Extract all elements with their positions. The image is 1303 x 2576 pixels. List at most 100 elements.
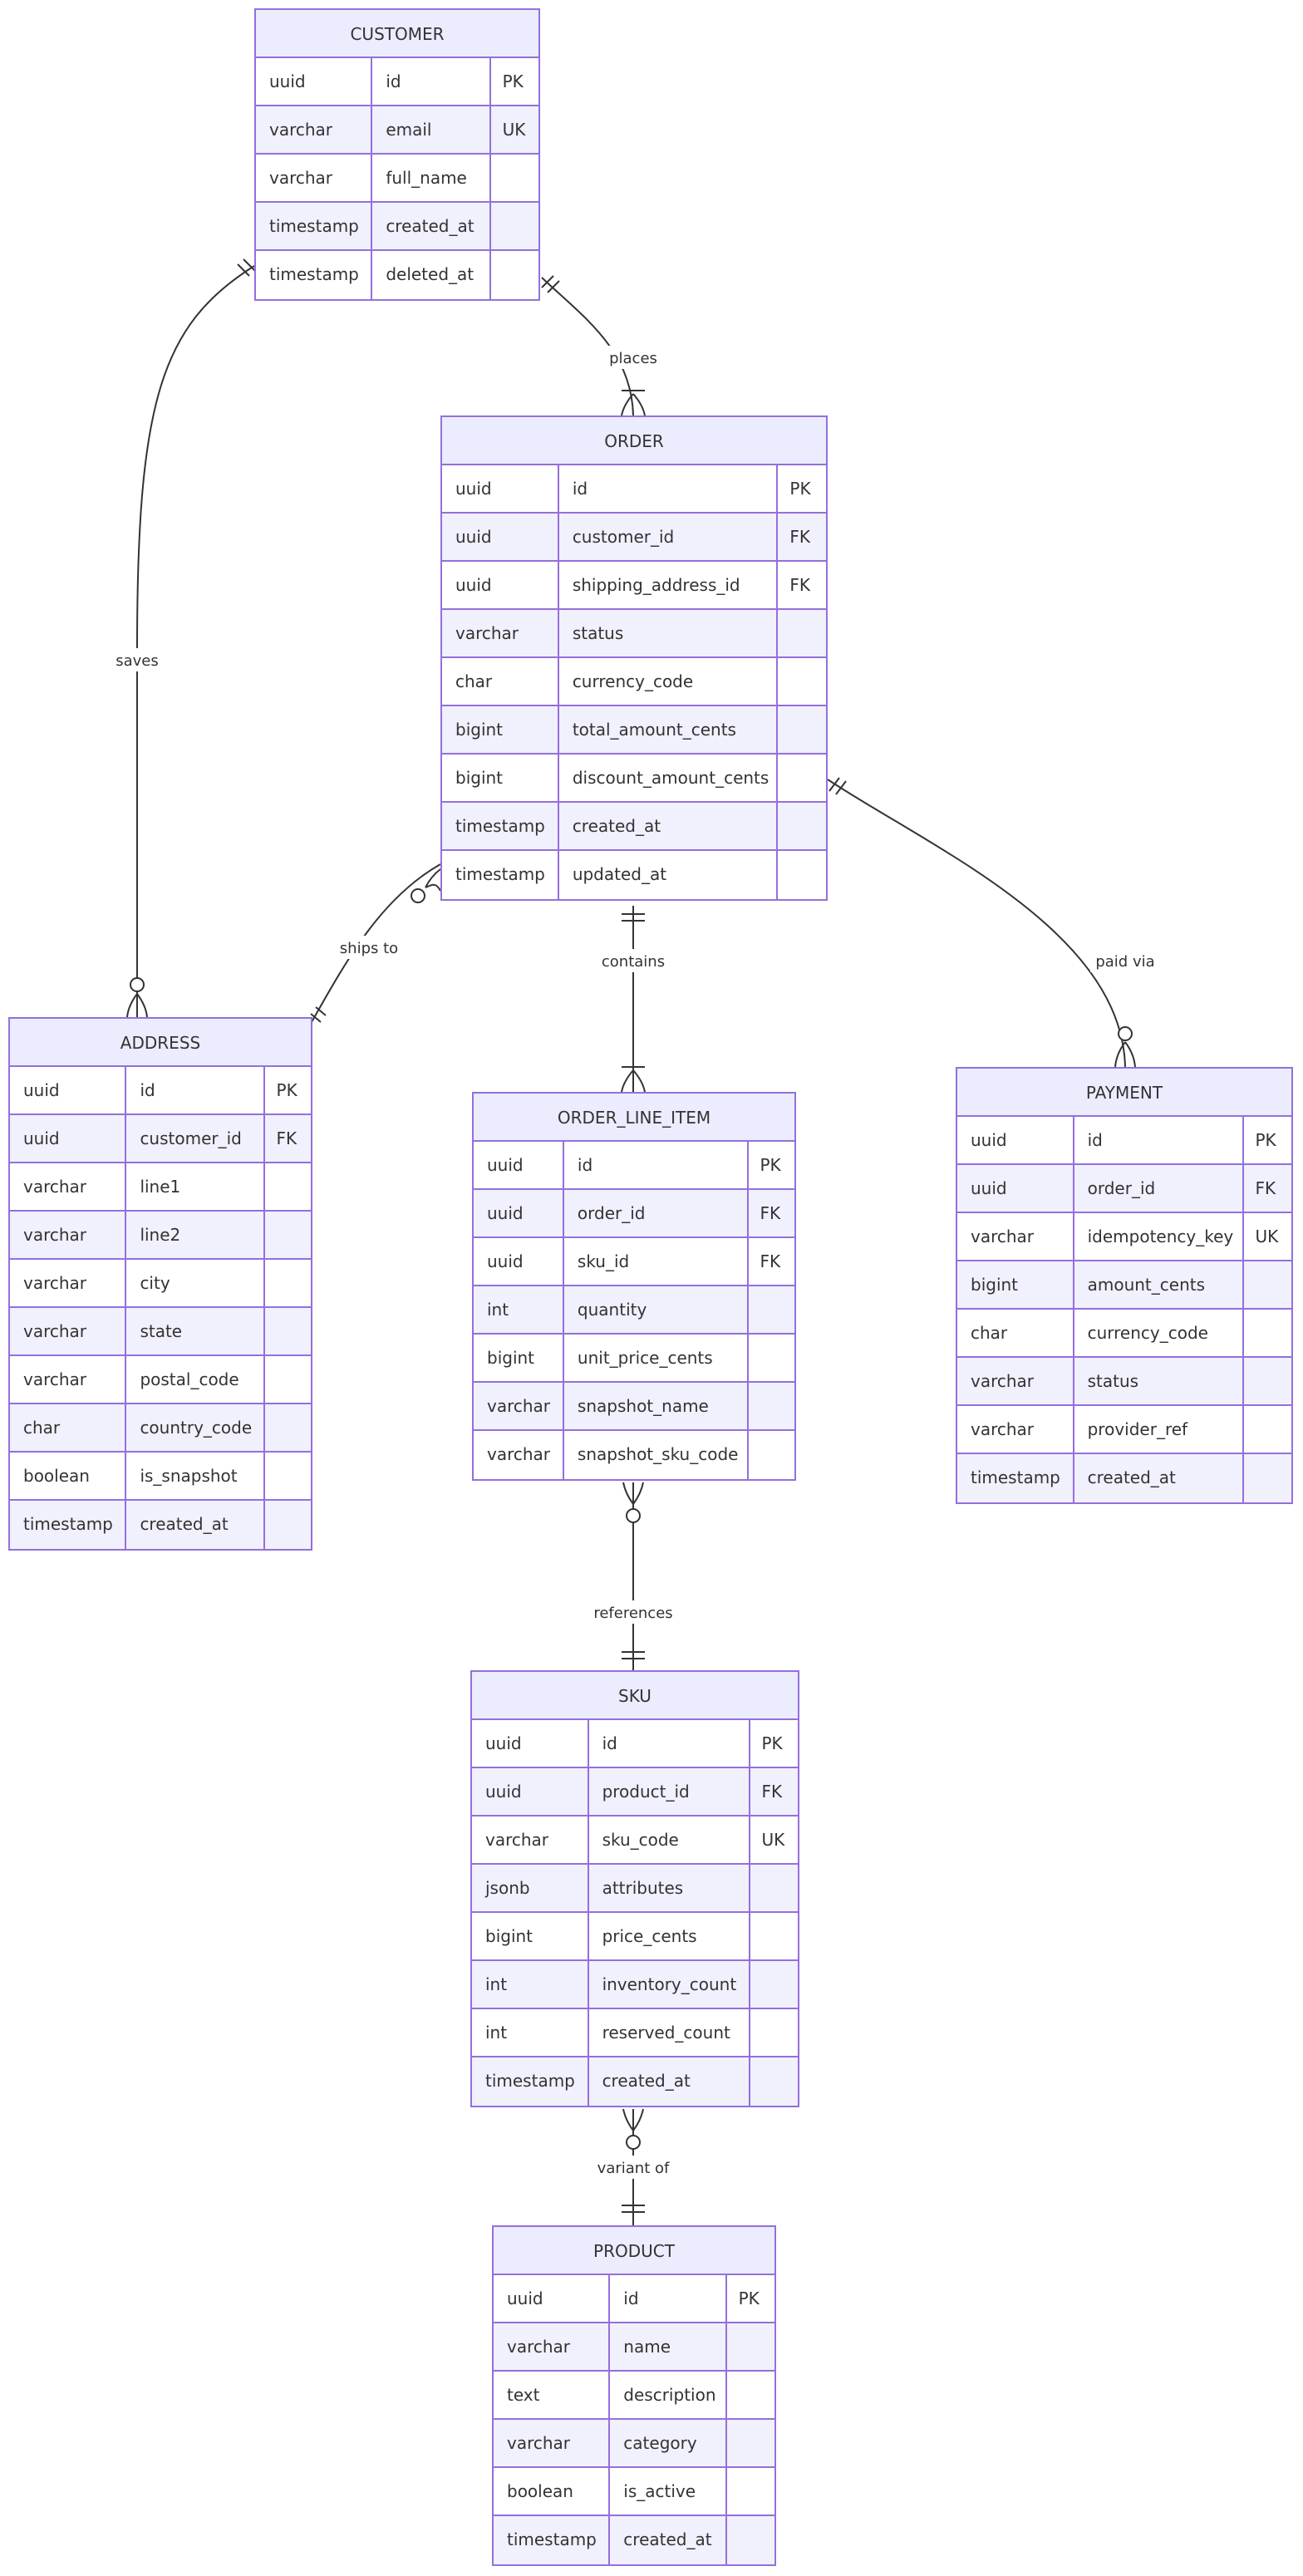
attribute-type: varchar bbox=[23, 1177, 87, 1197]
entity-title: ORDER_LINE_ITEM bbox=[474, 1094, 794, 1142]
attribute-type: varchar bbox=[507, 2433, 571, 2453]
attribute-key bbox=[263, 1453, 311, 1499]
cardinality-one-or-more-order-line-item-contains bbox=[621, 1066, 646, 1093]
cardinality-exactly-one-order-paid-via bbox=[829, 777, 847, 795]
relationship-label-places: places bbox=[609, 350, 657, 367]
attribute-type: uuid bbox=[971, 1178, 1007, 1198]
attribute-key: FK bbox=[776, 514, 826, 560]
attribute-type: uuid bbox=[455, 575, 492, 595]
attribute-key bbox=[725, 2323, 774, 2370]
attribute-name: created_at bbox=[557, 803, 777, 849]
attribute-name: is_snapshot bbox=[125, 1453, 263, 1499]
attribute-type: varchar bbox=[971, 1371, 1035, 1391]
attribute-name: category bbox=[608, 2420, 725, 2466]
cardinality-exactly-one-sku-references bbox=[622, 1651, 645, 1659]
attribute-type: int bbox=[485, 2023, 508, 2043]
attribute-name: customer_id bbox=[125, 1115, 263, 1162]
attribute-type: varchar bbox=[455, 623, 519, 643]
attribute-type: uuid bbox=[269, 71, 306, 91]
attribute-key bbox=[748, 1913, 798, 1959]
attribute-name: reserved_count bbox=[587, 2009, 749, 2056]
attribute-name: amount_cents bbox=[1072, 1261, 1242, 1308]
attribute-type: bigint bbox=[971, 1275, 1019, 1295]
relationship-label-references: references bbox=[593, 1605, 672, 1622]
attribute-key: PK bbox=[725, 2275, 774, 2322]
attribute-key bbox=[746, 1335, 795, 1381]
attribute-key bbox=[263, 1404, 311, 1451]
relationship-line-places bbox=[541, 277, 634, 416]
attribute-name: created_at bbox=[125, 1501, 263, 1549]
attribute-key bbox=[776, 610, 826, 656]
attribute-row: varchar category bbox=[494, 2420, 774, 2468]
attribute-key bbox=[725, 2420, 774, 2466]
attribute-key bbox=[489, 251, 538, 299]
attribute-name: order_id bbox=[1072, 1165, 1242, 1212]
attribute-type: uuid bbox=[507, 2288, 543, 2308]
attribute-type: uuid bbox=[485, 1782, 522, 1802]
attribute-name: email bbox=[371, 106, 489, 153]
attribute-type: varchar bbox=[23, 1225, 87, 1245]
attribute-name: status bbox=[1072, 1358, 1242, 1404]
entity-title: ADDRESS bbox=[10, 1019, 311, 1067]
cardinality-exactly-one-order-contains bbox=[622, 913, 645, 922]
attribute-name: snapshot_sku_code bbox=[562, 1431, 747, 1479]
entity-title: ORDER bbox=[442, 417, 826, 465]
attribute-name: city bbox=[125, 1260, 263, 1306]
attribute-row: varchar city bbox=[10, 1260, 311, 1308]
attribute-name: order_id bbox=[562, 1190, 747, 1236]
relationship-line-saves bbox=[136, 265, 255, 1017]
cardinality-zero-or-more-sku-variant-of bbox=[622, 2108, 644, 2150]
attribute-row: varchar status bbox=[957, 1358, 1291, 1406]
cardinality-one-or-more-order-places bbox=[621, 390, 646, 416]
attribute-name: id bbox=[557, 465, 777, 512]
attribute-key bbox=[725, 2516, 774, 2564]
attribute-name: customer_id bbox=[557, 514, 777, 560]
attribute-name: line1 bbox=[125, 1163, 263, 1210]
attribute-row: varchar line1 bbox=[10, 1163, 311, 1212]
attribute-type: varchar bbox=[23, 1273, 87, 1293]
attribute-type: timestamp bbox=[455, 864, 545, 884]
attribute-name: name bbox=[608, 2323, 725, 2370]
attribute-key bbox=[776, 851, 826, 899]
cardinality-exactly-one-customer-places bbox=[541, 275, 560, 293]
attribute-key bbox=[489, 203, 538, 249]
attribute-key bbox=[263, 1212, 311, 1258]
attribute-name: postal_code bbox=[125, 1356, 263, 1403]
attribute-type: varchar bbox=[507, 2337, 571, 2357]
attribute-key bbox=[746, 1383, 795, 1429]
attribute-key bbox=[748, 1961, 798, 2008]
attribute-key bbox=[748, 2009, 798, 2056]
attribute-type: uuid bbox=[487, 1251, 524, 1271]
entity-title: SKU bbox=[472, 1672, 798, 1720]
relationship-label-contains: contains bbox=[602, 953, 665, 971]
attribute-type: uuid bbox=[487, 1155, 524, 1175]
attribute-key bbox=[1242, 1261, 1292, 1308]
